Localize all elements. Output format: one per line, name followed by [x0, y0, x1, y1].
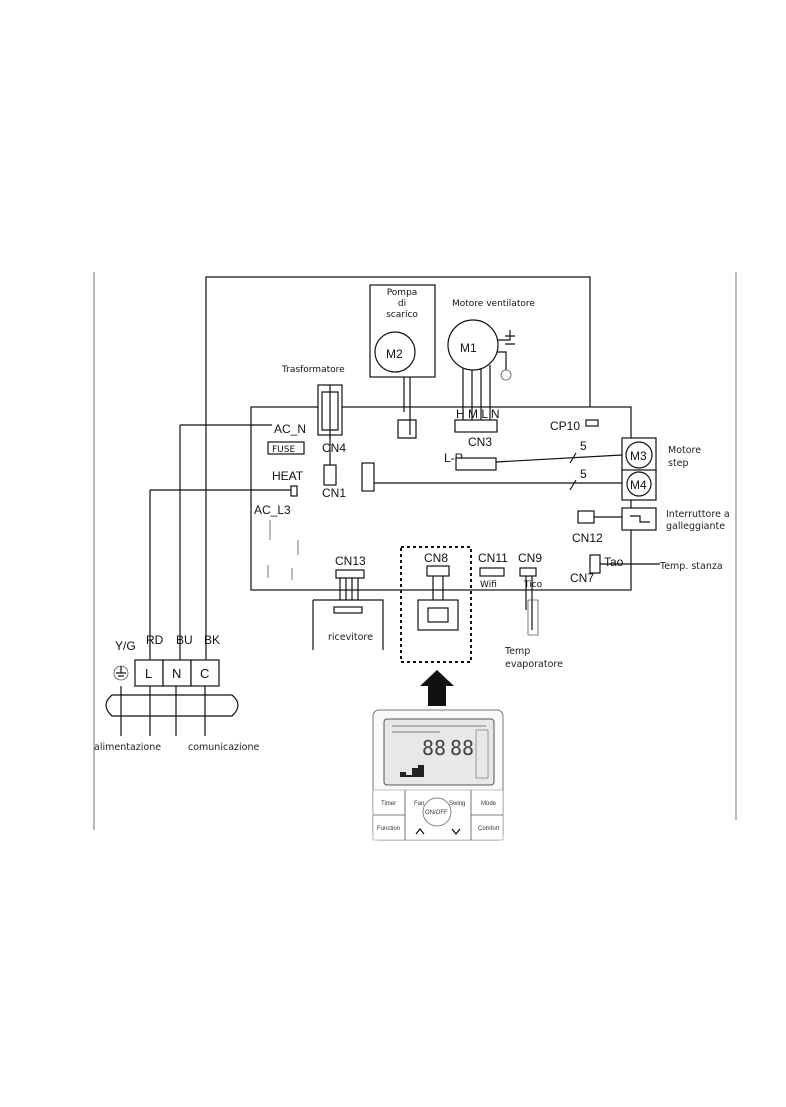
terminal-l — [134, 659, 164, 687]
ac-n-label: AC_N — [274, 422, 306, 436]
fuse-label: FUSE — [272, 445, 295, 455]
arrow-up-icon — [420, 670, 454, 706]
svg-text:L: L — [145, 666, 152, 681]
drain-pump-label-1: Pompa — [387, 288, 418, 298]
receiver-outline — [312, 599, 384, 650]
m4-symbol: M4 — [630, 478, 647, 492]
cn8-label: CN8 — [424, 551, 448, 565]
comunicazione-label: comunicazione — [188, 742, 259, 753]
bu-label: BU — [176, 633, 193, 647]
mode-button[interactable]: Mode — [481, 801, 497, 807]
ac-l3-label: AC_L3 — [254, 503, 291, 517]
drain-pump-label-3: scarico — [386, 310, 418, 320]
bk-label: BK — [204, 633, 220, 647]
fan-button[interactable]: Fan — [414, 801, 424, 807]
up-chevron-icon[interactable] — [415, 828, 425, 835]
m3-symbol: M3 — [630, 449, 647, 463]
down-chevron-icon[interactable] — [451, 828, 461, 835]
drain-pump-label-2: di — [398, 299, 406, 309]
cn11-label: CN11 — [478, 551, 508, 565]
onoff-label: ON/OFF — [425, 810, 448, 816]
yg-label: Y/G — [115, 639, 136, 653]
svg-text:88: 88 — [422, 736, 446, 760]
cn13-label: CN13 — [335, 554, 366, 568]
cn7-label: CN7 — [570, 571, 594, 585]
five-a-label: 5 — [580, 439, 587, 453]
wifi-label: Wifi — [480, 580, 497, 590]
float-switch-label-2: galleggiante — [666, 521, 725, 532]
cn1-label: CN1 — [322, 486, 346, 500]
cn9-label: CN9 — [518, 551, 542, 565]
five-b-label: 5 — [580, 467, 587, 481]
timer-button[interactable]: Timer — [381, 801, 396, 807]
temp-stanza-label: Temp. stanza — [659, 561, 723, 572]
ricevitore-label: ricevitore — [328, 632, 373, 643]
float-switch-icon — [621, 507, 657, 531]
m2-motor-icon — [374, 331, 416, 373]
motore-step-label-1: Motore — [668, 445, 701, 456]
rd-label: RD — [146, 633, 164, 647]
controller-display — [383, 718, 495, 786]
tao-label: Tao — [604, 555, 624, 569]
m3-motor-icon — [625, 441, 653, 469]
cn12-label: CN12 — [572, 531, 603, 545]
svg-text:88: 88 — [450, 736, 474, 760]
m4-motor-icon — [626, 471, 652, 497]
onoff-button[interactable] — [422, 797, 452, 827]
float-switch-label-1: Interruttore a — [666, 509, 730, 520]
svg-text:C: C — [200, 666, 209, 681]
temp-evap-label-2: evaporatore — [505, 659, 563, 670]
transformer-label: Trasformatore — [281, 365, 345, 375]
alimentazione-label: alimentazione — [94, 742, 161, 753]
svg-text:N: N — [172, 666, 181, 681]
temp-evap-label-1: Temp — [504, 646, 530, 657]
cable-sheath — [105, 694, 239, 717]
m1-symbol: M1 — [460, 341, 477, 355]
comfort-button[interactable]: Comfort — [478, 826, 500, 832]
hmln-label: H M L N — [456, 407, 500, 421]
bk-wire — [205, 276, 591, 645]
terminal-c — [190, 659, 220, 687]
cn8-dotted-box — [400, 546, 472, 663]
m1-motor-icon — [447, 319, 499, 371]
ground-icon-fan — [500, 369, 512, 381]
m2-symbol: M2 — [386, 347, 403, 361]
cn4-label: CN4 — [322, 441, 346, 455]
heat-label: HEAT — [272, 469, 304, 483]
swing-button[interactable]: Swing — [449, 801, 465, 807]
tico-label: Tico — [523, 580, 543, 590]
cn3-label: CN3 — [468, 435, 492, 449]
motore-step-label-2: step — [668, 458, 689, 469]
fan-motor-label: Motore ventilatore — [452, 299, 535, 309]
cp10-label: CP10 — [550, 419, 580, 433]
pcb-board — [250, 406, 632, 591]
function-button[interactable]: Function — [377, 826, 400, 832]
